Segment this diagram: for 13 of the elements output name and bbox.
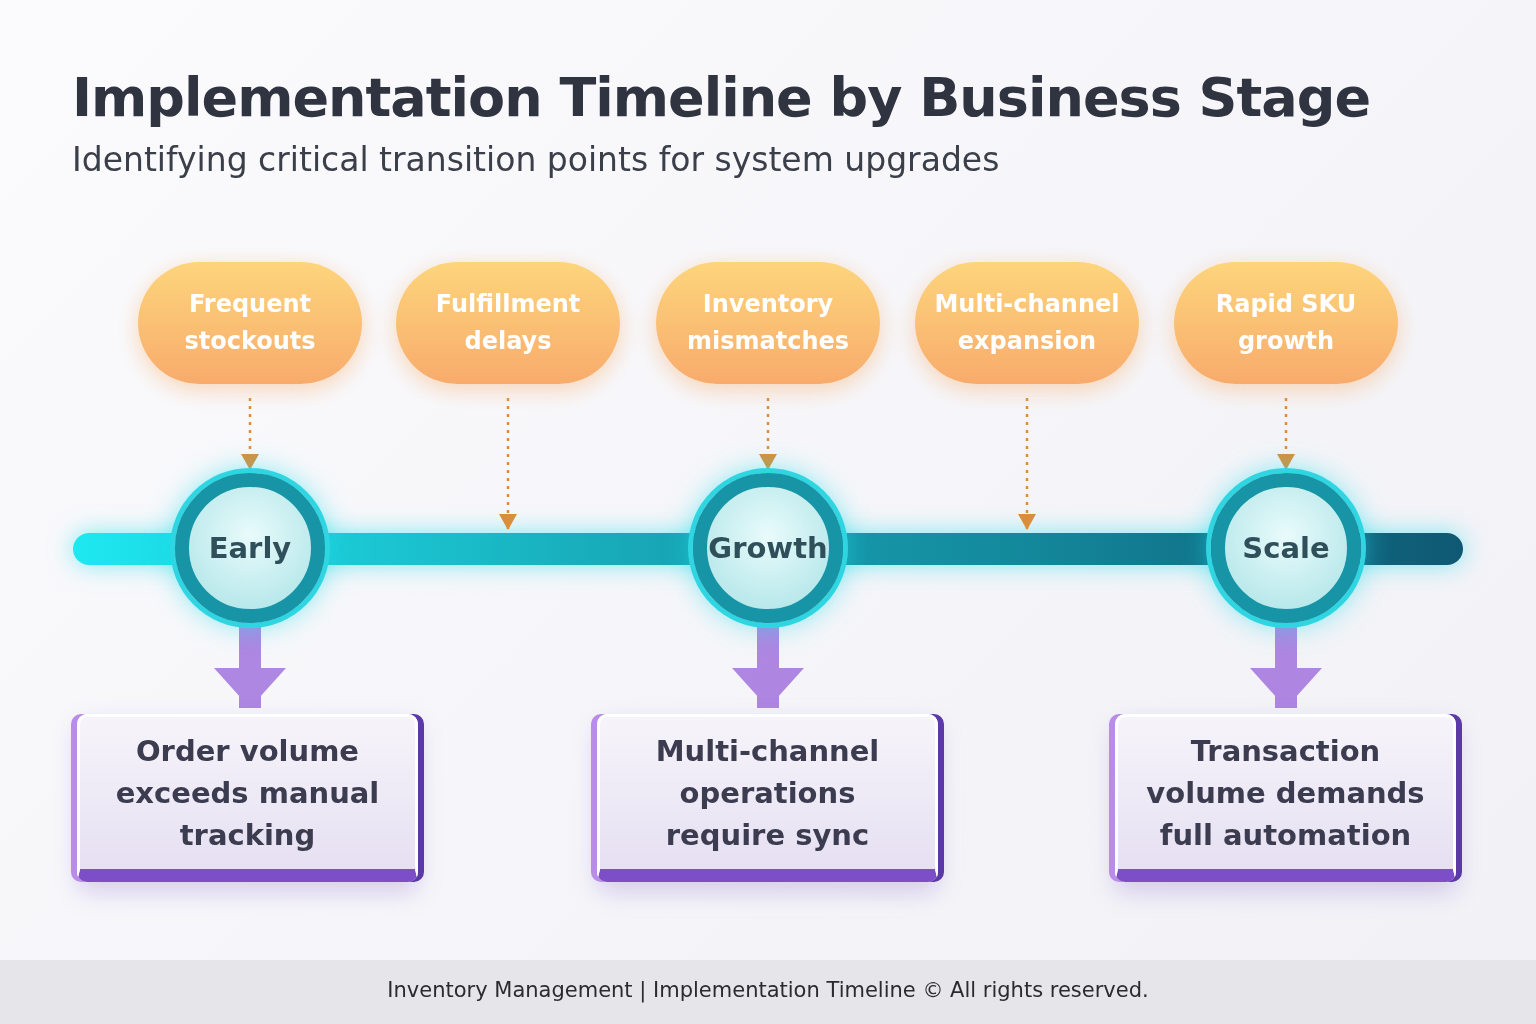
arrow <box>1018 398 1036 530</box>
trigger-pill: Inventory mismatches <box>656 262 880 384</box>
arrow <box>1277 398 1295 470</box>
trigger-pill: Fulfillment delays <box>396 262 620 384</box>
arrow <box>499 398 517 530</box>
arrow <box>241 398 259 470</box>
footer-text: Inventory Management | Implementation Timeline © All rights reserved. <box>386 978 1150 1002</box>
title: Implementation Timeline by Business Stage <box>72 66 1370 129</box>
trigger-pill: Rapid SKU growth <box>1174 262 1398 384</box>
subtitle: Identifying critical transition points for system upgrades <box>72 140 1000 179</box>
trigger-pill: Frequent stockouts <box>138 262 362 384</box>
trigger-pill: Multi-channel expansion <box>915 262 1139 384</box>
arrow <box>759 398 777 470</box>
